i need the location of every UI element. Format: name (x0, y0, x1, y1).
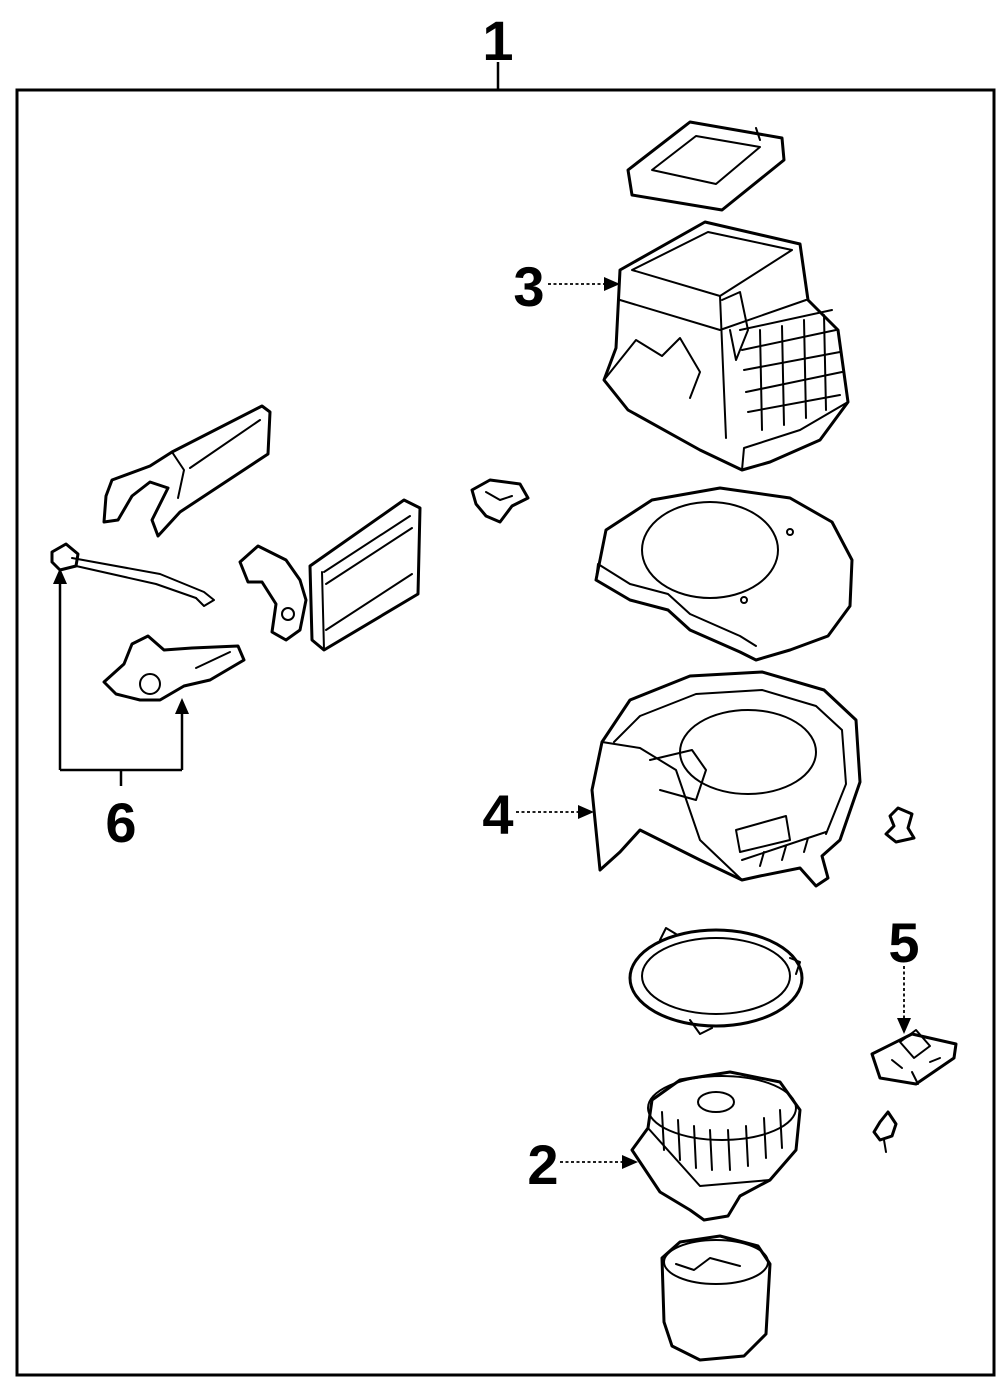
retainer-clip[interactable] (470, 478, 530, 524)
callout-4-leader (516, 805, 594, 819)
blower-case[interactable] (590, 670, 862, 888)
callout-4[interactable]: 4 (482, 783, 513, 846)
resistor-screw[interactable] (872, 1110, 898, 1153)
actuator-lever[interactable] (102, 634, 246, 702)
heater-core[interactable] (308, 498, 422, 652)
callout-6[interactable]: 6 (105, 791, 136, 854)
inlet-gasket[interactable] (626, 120, 786, 212)
upper-case[interactable] (602, 220, 850, 472)
blower-resistor[interactable] (870, 1029, 958, 1086)
callout-1[interactable]: 1 (482, 9, 513, 72)
control-rod[interactable] (50, 542, 215, 607)
callout-2[interactable]: 2 (527, 1133, 558, 1196)
callout-5-leader (897, 966, 911, 1034)
motor-seal-ring[interactable] (628, 927, 804, 1035)
callout-3[interactable]: 3 (513, 255, 544, 318)
wire-hook-clip[interactable] (884, 806, 916, 844)
callout-6-bracket (53, 568, 189, 786)
case-divider-plate[interactable] (594, 486, 854, 662)
callout-5[interactable]: 5 (888, 911, 919, 974)
assembly-frame (15, 88, 996, 1377)
heater-pipe-bracket[interactable] (238, 544, 308, 642)
callout-3-leader (548, 277, 620, 291)
callout-2-leader (560, 1155, 638, 1169)
heater-core-cover[interactable] (102, 404, 272, 538)
blower-motor[interactable] (630, 1070, 802, 1222)
motor-cover-cup[interactable] (660, 1234, 772, 1362)
